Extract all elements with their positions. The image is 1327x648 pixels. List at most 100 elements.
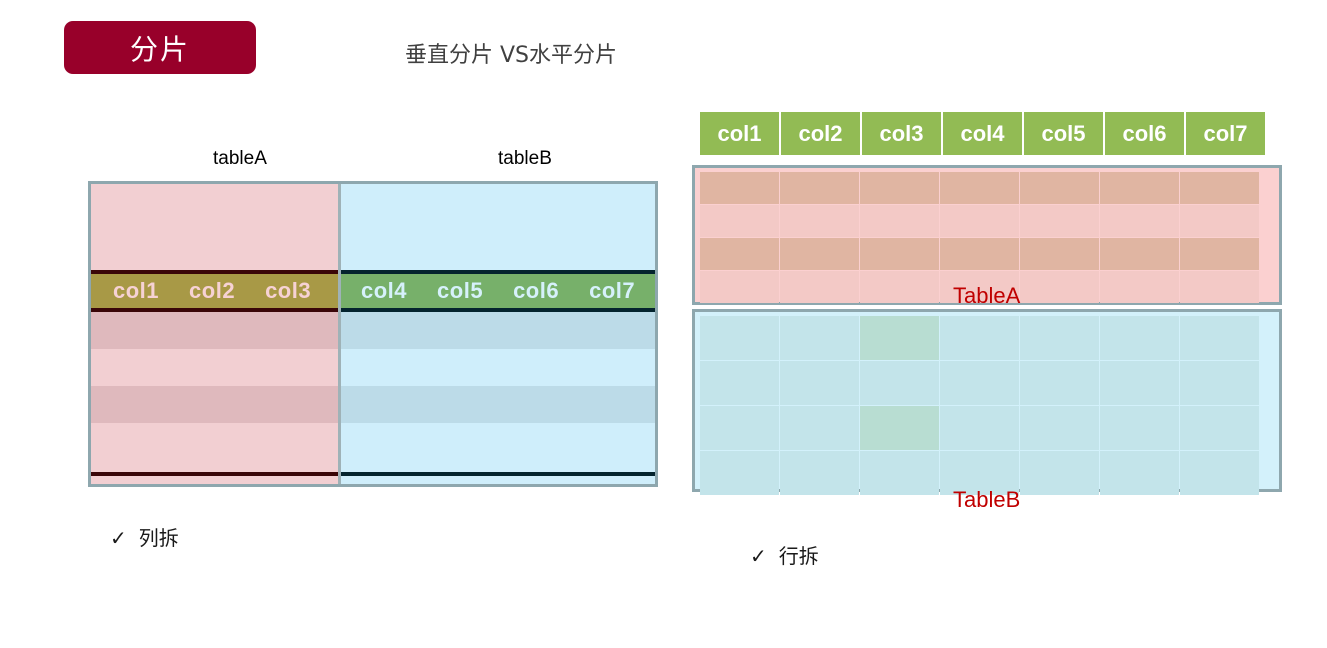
column-label-col5: col5 [437, 278, 484, 303]
grid-cell [1100, 406, 1179, 450]
table-row [91, 386, 338, 423]
caption-table-b: tableB [498, 148, 552, 169]
checkmark-icon: ✓ [110, 526, 127, 550]
table-row [341, 386, 655, 423]
grid-cell [940, 316, 1019, 360]
grid-cell [780, 406, 859, 450]
column-label-col6: col6 [513, 278, 560, 303]
vertical-shard-table-b: col4 col5 col6 col7 [341, 184, 655, 484]
table-b-row-stripes [341, 312, 655, 484]
grid-cell [940, 361, 1019, 405]
grid-cell [940, 271, 1019, 303]
grid-cell [860, 205, 939, 237]
caption-table-a: tableA [213, 148, 267, 169]
table-a-top-area [91, 184, 338, 270]
grid-cell [700, 205, 779, 237]
grid-cell [1180, 316, 1259, 360]
grid-cell-highlighted [860, 316, 939, 360]
grid-cell [780, 451, 859, 495]
grid-cell [780, 271, 859, 303]
grid-cell [1100, 271, 1179, 303]
grid-cell [1100, 205, 1179, 237]
column-header-col3: col3 [862, 112, 941, 155]
grid-cell [940, 205, 1019, 237]
table-b-column-band: col4 col5 col6 col7 [341, 270, 655, 312]
table-row [91, 312, 338, 349]
grid-cell [1180, 271, 1259, 303]
column-label-col1: col1 [113, 278, 160, 303]
table-a-baseline [91, 472, 338, 476]
grid-cell [940, 238, 1019, 270]
horizontal-sharding-diagram: col1 col2 col3 col4 col5 col6 col7 [692, 112, 1282, 512]
grid-cell [860, 238, 939, 270]
shard-a-grid [700, 172, 1259, 303]
grid-cell [700, 316, 779, 360]
column-header-col6: col6 [1105, 112, 1184, 155]
grid-cell [1180, 406, 1259, 450]
grid-cell [1180, 451, 1259, 495]
grid-cell [1100, 238, 1179, 270]
grid-cell [700, 238, 779, 270]
grid-cell [700, 271, 779, 303]
table-a-column-band: col1 col2 col3 [91, 270, 338, 312]
grid-cell [780, 205, 859, 237]
grid-cell [700, 172, 779, 204]
grid-cell [1100, 361, 1179, 405]
grid-cell [940, 406, 1019, 450]
grid-cell [1100, 172, 1179, 204]
grid-cell [860, 172, 939, 204]
grid-cell [940, 172, 1019, 204]
grid-cell [780, 172, 859, 204]
grid-cell [1180, 205, 1259, 237]
grid-cell [780, 238, 859, 270]
grid-cell [700, 361, 779, 405]
grid-cell [1020, 406, 1099, 450]
grid-cell [1180, 238, 1259, 270]
grid-cell [1020, 238, 1099, 270]
grid-cell [1100, 316, 1179, 360]
horizontal-sharding-footnote: ✓ 行拆 [750, 540, 819, 569]
grid-cell [780, 316, 859, 360]
grid-cell [780, 361, 859, 405]
column-header-col1: col1 [700, 112, 779, 155]
grid-cell [1020, 361, 1099, 405]
vertical-sharding-diagram: tableA tableB col1 col2 col3 col4 col5 [88, 148, 658, 493]
grid-cell [1020, 205, 1099, 237]
grid-cell [860, 271, 939, 303]
grid-cell [940, 451, 1019, 495]
slide-title-badge: 分片 [64, 21, 256, 74]
grid-cell [1180, 361, 1259, 405]
grid-cell [1020, 316, 1099, 360]
grid-cell [860, 451, 939, 495]
checkmark-icon: ✓ [750, 544, 767, 568]
vertical-sharding-footnote: ✓ 列拆 [110, 522, 179, 551]
column-header-col2: col2 [781, 112, 860, 155]
table-row [341, 312, 655, 349]
table-b-top-area [341, 184, 655, 270]
table-row [91, 349, 338, 386]
vertical-sharding-footnote-text: 列拆 [138, 526, 179, 550]
vertical-split-panel: col1 col2 col3 col4 col5 col6 col7 [88, 181, 658, 487]
horizontal-shard-table-a: TableA [692, 165, 1282, 308]
grid-cell [860, 361, 939, 405]
slide-title-text: 分片 [129, 32, 190, 66]
grid-cell [1020, 451, 1099, 495]
grid-cell [1020, 172, 1099, 204]
slide-heading: 垂直分片 VS水平分片 [405, 43, 618, 68]
grid-cell [700, 451, 779, 495]
grid-cell [1020, 271, 1099, 303]
grid-cell [1180, 172, 1259, 204]
shard-b-grid [700, 316, 1259, 495]
grid-cell-highlighted [860, 406, 939, 450]
vertical-shard-table-a: col1 col2 col3 [91, 184, 341, 484]
horizontal-shard-table-b: TableB [692, 309, 1282, 512]
column-label-col2: col2 [189, 278, 236, 303]
horizontal-column-header-row: col1 col2 col3 col4 col5 col6 col7 [700, 112, 1267, 155]
column-label-col3: col3 [265, 278, 312, 303]
grid-cell [1100, 451, 1179, 495]
horizontal-sharding-footnote-text: 行拆 [778, 544, 819, 568]
column-label-col7: col7 [589, 278, 636, 303]
table-a-row-stripes [91, 312, 338, 484]
table-row [341, 349, 655, 386]
column-label-col4: col4 [361, 278, 408, 303]
